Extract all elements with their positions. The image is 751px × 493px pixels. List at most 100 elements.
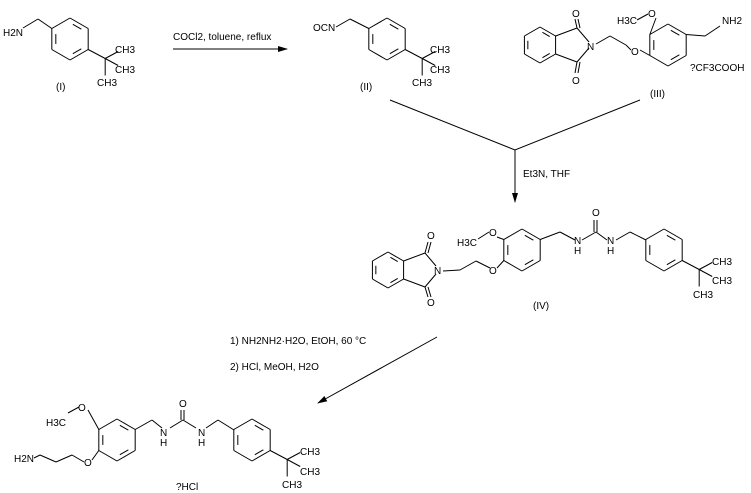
methyl-label: CH3 — [430, 45, 450, 56]
bond — [372, 278, 389, 289]
bond — [387, 278, 404, 289]
bond — [577, 61, 581, 74]
bond — [71, 454, 85, 463]
reagent-step3b: 2) HCl, MeOH, H2O — [230, 362, 319, 373]
bond — [368, 49, 388, 61]
methyl-label: CH3 — [300, 447, 320, 458]
compound-label: (II) — [360, 82, 372, 93]
bond — [581, 231, 597, 241]
oxygen-label: O — [427, 298, 435, 309]
reaction-arrow-3 — [317, 336, 438, 404]
bond — [670, 29, 680, 36]
methyl-label: CH3 — [282, 480, 302, 491]
amine-label: NH2 — [722, 16, 742, 27]
nitrogen-label: N — [587, 42, 594, 53]
bond — [151, 419, 163, 429]
bond — [524, 53, 541, 64]
bond — [104, 58, 119, 66]
bond — [577, 18, 581, 29]
bond — [205, 419, 219, 429]
bond — [555, 27, 578, 37]
compound-label: (III) — [650, 89, 665, 100]
oxygen-label: O — [78, 403, 86, 414]
salt-label: ?HCl — [176, 482, 198, 493]
methyl-label: CH3 — [412, 78, 432, 89]
nh-label: N — [574, 236, 581, 247]
oxygen-label: O — [631, 47, 639, 58]
bond — [424, 273, 437, 288]
bond — [87, 49, 106, 59]
bond — [542, 31, 550, 38]
bond — [424, 252, 437, 267]
bond — [98, 418, 118, 430]
bond — [254, 449, 264, 456]
bond — [335, 18, 351, 28]
bond — [698, 269, 713, 277]
bond — [574, 18, 578, 29]
bond — [595, 231, 608, 241]
bond — [33, 454, 41, 459]
bond — [349, 18, 370, 29]
bond — [667, 23, 687, 35]
methyl-label: CH3 — [115, 45, 135, 56]
bond — [524, 26, 541, 37]
compound-i: H2N CH3 CH3 CH3 (I) — [3, 28, 135, 93]
bond — [424, 286, 429, 298]
h-label: H — [160, 438, 167, 449]
bond — [386, 17, 406, 29]
bond — [524, 259, 534, 266]
nh-label: N — [607, 236, 614, 247]
bond — [645, 260, 665, 272]
bond — [540, 231, 561, 240]
bond — [595, 35, 611, 45]
bond — [421, 51, 436, 59]
bond — [442, 269, 461, 272]
compound-iii: O O N O O H3C NH2 ?CF3COOH (III) — [572, 9, 744, 100]
isocyanate-label: OCN — [313, 23, 335, 34]
oxygen-label: O — [489, 228, 497, 239]
bond — [72, 48, 82, 55]
convergence-lines — [389, 99, 641, 151]
methoxy-label: H3C — [617, 16, 637, 27]
bond — [87, 409, 100, 430]
bond — [645, 228, 665, 240]
compound-ii: OCN CH3 CH3 CH3 (II) — [313, 23, 450, 93]
bond — [389, 23, 399, 30]
bond — [427, 286, 432, 298]
bond — [639, 49, 651, 56]
bond — [496, 236, 504, 240]
bond — [477, 231, 490, 240]
bond — [37, 18, 53, 29]
bond — [119, 424, 129, 431]
h-label: H — [574, 246, 581, 257]
bond — [649, 55, 669, 67]
reagent-step3a: 1) NH2NH2·H2O, EtOH, 60 °C — [230, 336, 366, 347]
oxygen-label: O — [572, 76, 580, 87]
bond — [636, 13, 649, 21]
bond — [666, 259, 676, 266]
bond — [254, 424, 264, 431]
bond — [576, 27, 590, 43]
bond — [104, 51, 119, 59]
bond — [475, 260, 491, 269]
bond — [372, 251, 389, 262]
amine-label: H2N — [14, 454, 34, 465]
bond — [649, 17, 657, 35]
bond — [698, 262, 713, 270]
bond — [686, 34, 706, 37]
bond — [524, 234, 534, 241]
salt-label: ?CF3COOH — [690, 63, 744, 74]
bond — [286, 459, 301, 467]
bond — [217, 419, 235, 431]
bond — [670, 54, 680, 61]
bond — [667, 55, 687, 67]
bond — [559, 231, 576, 241]
bond — [116, 418, 136, 430]
bond — [542, 52, 550, 59]
bond — [116, 450, 136, 462]
bond — [69, 49, 89, 61]
bond — [666, 234, 676, 241]
bond — [386, 49, 406, 61]
bond — [91, 450, 100, 461]
